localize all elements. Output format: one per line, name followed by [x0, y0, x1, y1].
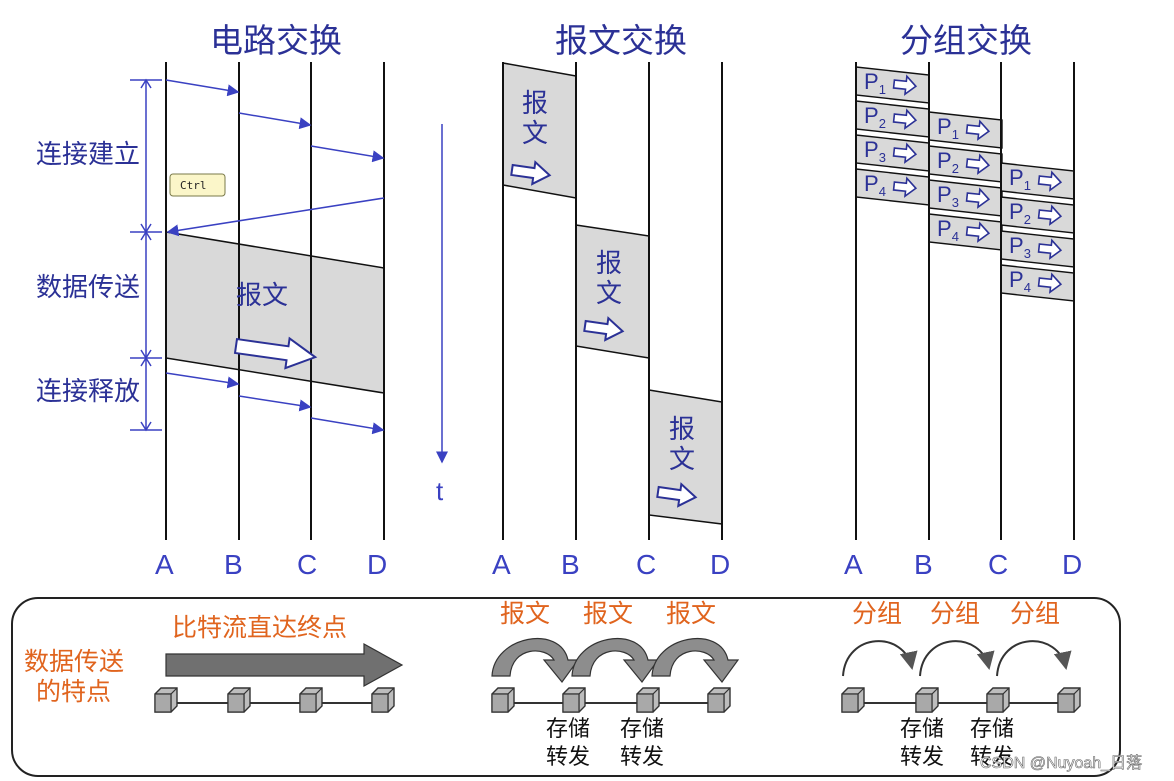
setup-arrow-cd	[310, 145, 385, 163]
message-node-box-4	[707, 687, 731, 713]
message-1-label-a: 报	[522, 89, 548, 119]
packet-cell-col3-p1: P1	[1000, 162, 1075, 200]
setup-arrow-bc	[238, 112, 312, 130]
phase-brackets	[130, 78, 162, 432]
message-node-b: B	[561, 549, 580, 580]
circuit-node-a: A	[155, 549, 174, 580]
feature-box: 数据传送 的特点 比特流直达终点 报文 报文 报文 存储 转发 存储 转发 分组…	[11, 597, 1142, 777]
message-hop-label-1: 报文	[500, 599, 550, 628]
packet-cell-col2-p4: P4	[928, 213, 1003, 251]
packet-title: 分组交换	[900, 21, 1032, 60]
circuit-data-region	[165, 231, 385, 394]
bitstream-arrow	[165, 642, 404, 688]
packet-node-d: D	[1062, 549, 1082, 580]
circuit-node-box-3	[299, 687, 323, 713]
message-3-label-b: 文	[669, 445, 695, 475]
circuit-node-d: D	[367, 549, 387, 580]
message-2-label-b: 文	[596, 279, 622, 309]
message-1-label-b: 文	[522, 119, 548, 149]
circuit-message-arrow	[233, 336, 318, 370]
release-arrow-cd	[310, 417, 385, 435]
ctrl-tooltip-text: Ctrl	[180, 179, 207, 192]
packet-hop-label-2: 分组	[930, 599, 980, 628]
message-node-box-2	[562, 687, 586, 713]
packet-hop-label-3: 分组	[1010, 599, 1060, 628]
packet-node-a: A	[844, 549, 863, 580]
message-node-box-1	[491, 687, 515, 713]
phase-transfer-label: 数据传送	[36, 273, 140, 303]
ack-arrow-da	[166, 197, 385, 237]
message-store-b-2: 转发	[546, 745, 590, 770]
packet-cell-col1-p3: P3	[855, 134, 930, 172]
feature-label-line2: 的特点	[36, 677, 111, 706]
message-3-label-a: 报	[669, 415, 695, 445]
csdn-watermark: CSDN @Nuyoah_日落	[980, 754, 1142, 772]
packet-store-b-2: 转发	[900, 745, 944, 770]
phase-setup-label: 连接建立	[36, 140, 140, 170]
message-store-b-1: 存储	[546, 717, 590, 742]
packet-node-box-1	[841, 687, 865, 713]
circuit-title: 电路交换	[210, 21, 342, 60]
circuit-node-box-1	[154, 687, 178, 713]
circuit-node-box-4	[371, 687, 395, 713]
circuit-node-b: B	[224, 549, 243, 580]
message-hop-label-2: 报文	[583, 599, 633, 628]
packet-node-box-4	[1057, 687, 1081, 713]
packet-cell-col2-p3: P3	[928, 179, 1003, 217]
packet-node-b: B	[914, 549, 933, 580]
circuit-switching-panel: 电路交换 连接建立 数据传送	[36, 21, 448, 580]
message-2-label-a: 报	[596, 249, 622, 279]
message-node-box-3	[636, 687, 660, 713]
circuit-node-box-2	[227, 687, 251, 713]
packet-node-box-3	[986, 687, 1010, 713]
packet-cell-col1-p2: P2	[855, 100, 930, 138]
message-hop-arrows	[491, 638, 740, 683]
circuit-feature-caption: 比特流直达终点	[172, 613, 347, 642]
message-node-a: A	[492, 549, 511, 580]
packet-cell-col3-p2: P2	[1000, 196, 1075, 234]
message-node-d: D	[710, 549, 730, 580]
feature-label-line1: 数据传送	[24, 647, 124, 676]
message-store-c-1: 存储	[620, 717, 664, 742]
message-title: 报文交换	[555, 21, 687, 60]
packet-cell-col3-p4: P4	[1000, 264, 1075, 302]
message-node-c: C	[636, 549, 656, 580]
time-axis-label: t	[436, 476, 444, 506]
packet-hop-label-1: 分组	[852, 599, 902, 628]
packet-cell-col1-p1: P1	[855, 66, 930, 104]
packet-cell-col2-p2: P2	[928, 145, 1003, 183]
packet-node-c: C	[988, 549, 1008, 580]
message-hop-label-3: 报文	[666, 599, 716, 628]
message-switching-panel: 报文交换 报 文 报 文 报 文 A B C D	[492, 21, 730, 580]
feature-box-border	[11, 597, 1121, 777]
packet-cell-col3-p3: P3	[1000, 230, 1075, 268]
ctrl-tooltip: Ctrl	[169, 173, 226, 197]
packet-store-b-1: 存储	[900, 717, 944, 742]
packet-store-c-1: 存储	[970, 717, 1014, 742]
packet-node-box-2	[915, 687, 939, 713]
packet-hop-arrows	[842, 640, 1072, 677]
packet-store-c-2: 转发	[970, 745, 1014, 770]
release-arrow-ab	[165, 372, 240, 389]
circuit-node-c: C	[297, 549, 317, 580]
circuit-message-label: 报文	[236, 281, 288, 311]
message-store-c-2: 转发	[620, 745, 664, 770]
phase-release-label: 连接释放	[36, 377, 140, 407]
packet-cell-col2-p1: P1	[928, 111, 1003, 149]
release-arrow-bc	[238, 395, 312, 412]
packet-cell-col1-p4: P4	[855, 168, 930, 206]
setup-arrow-ab	[165, 79, 240, 97]
